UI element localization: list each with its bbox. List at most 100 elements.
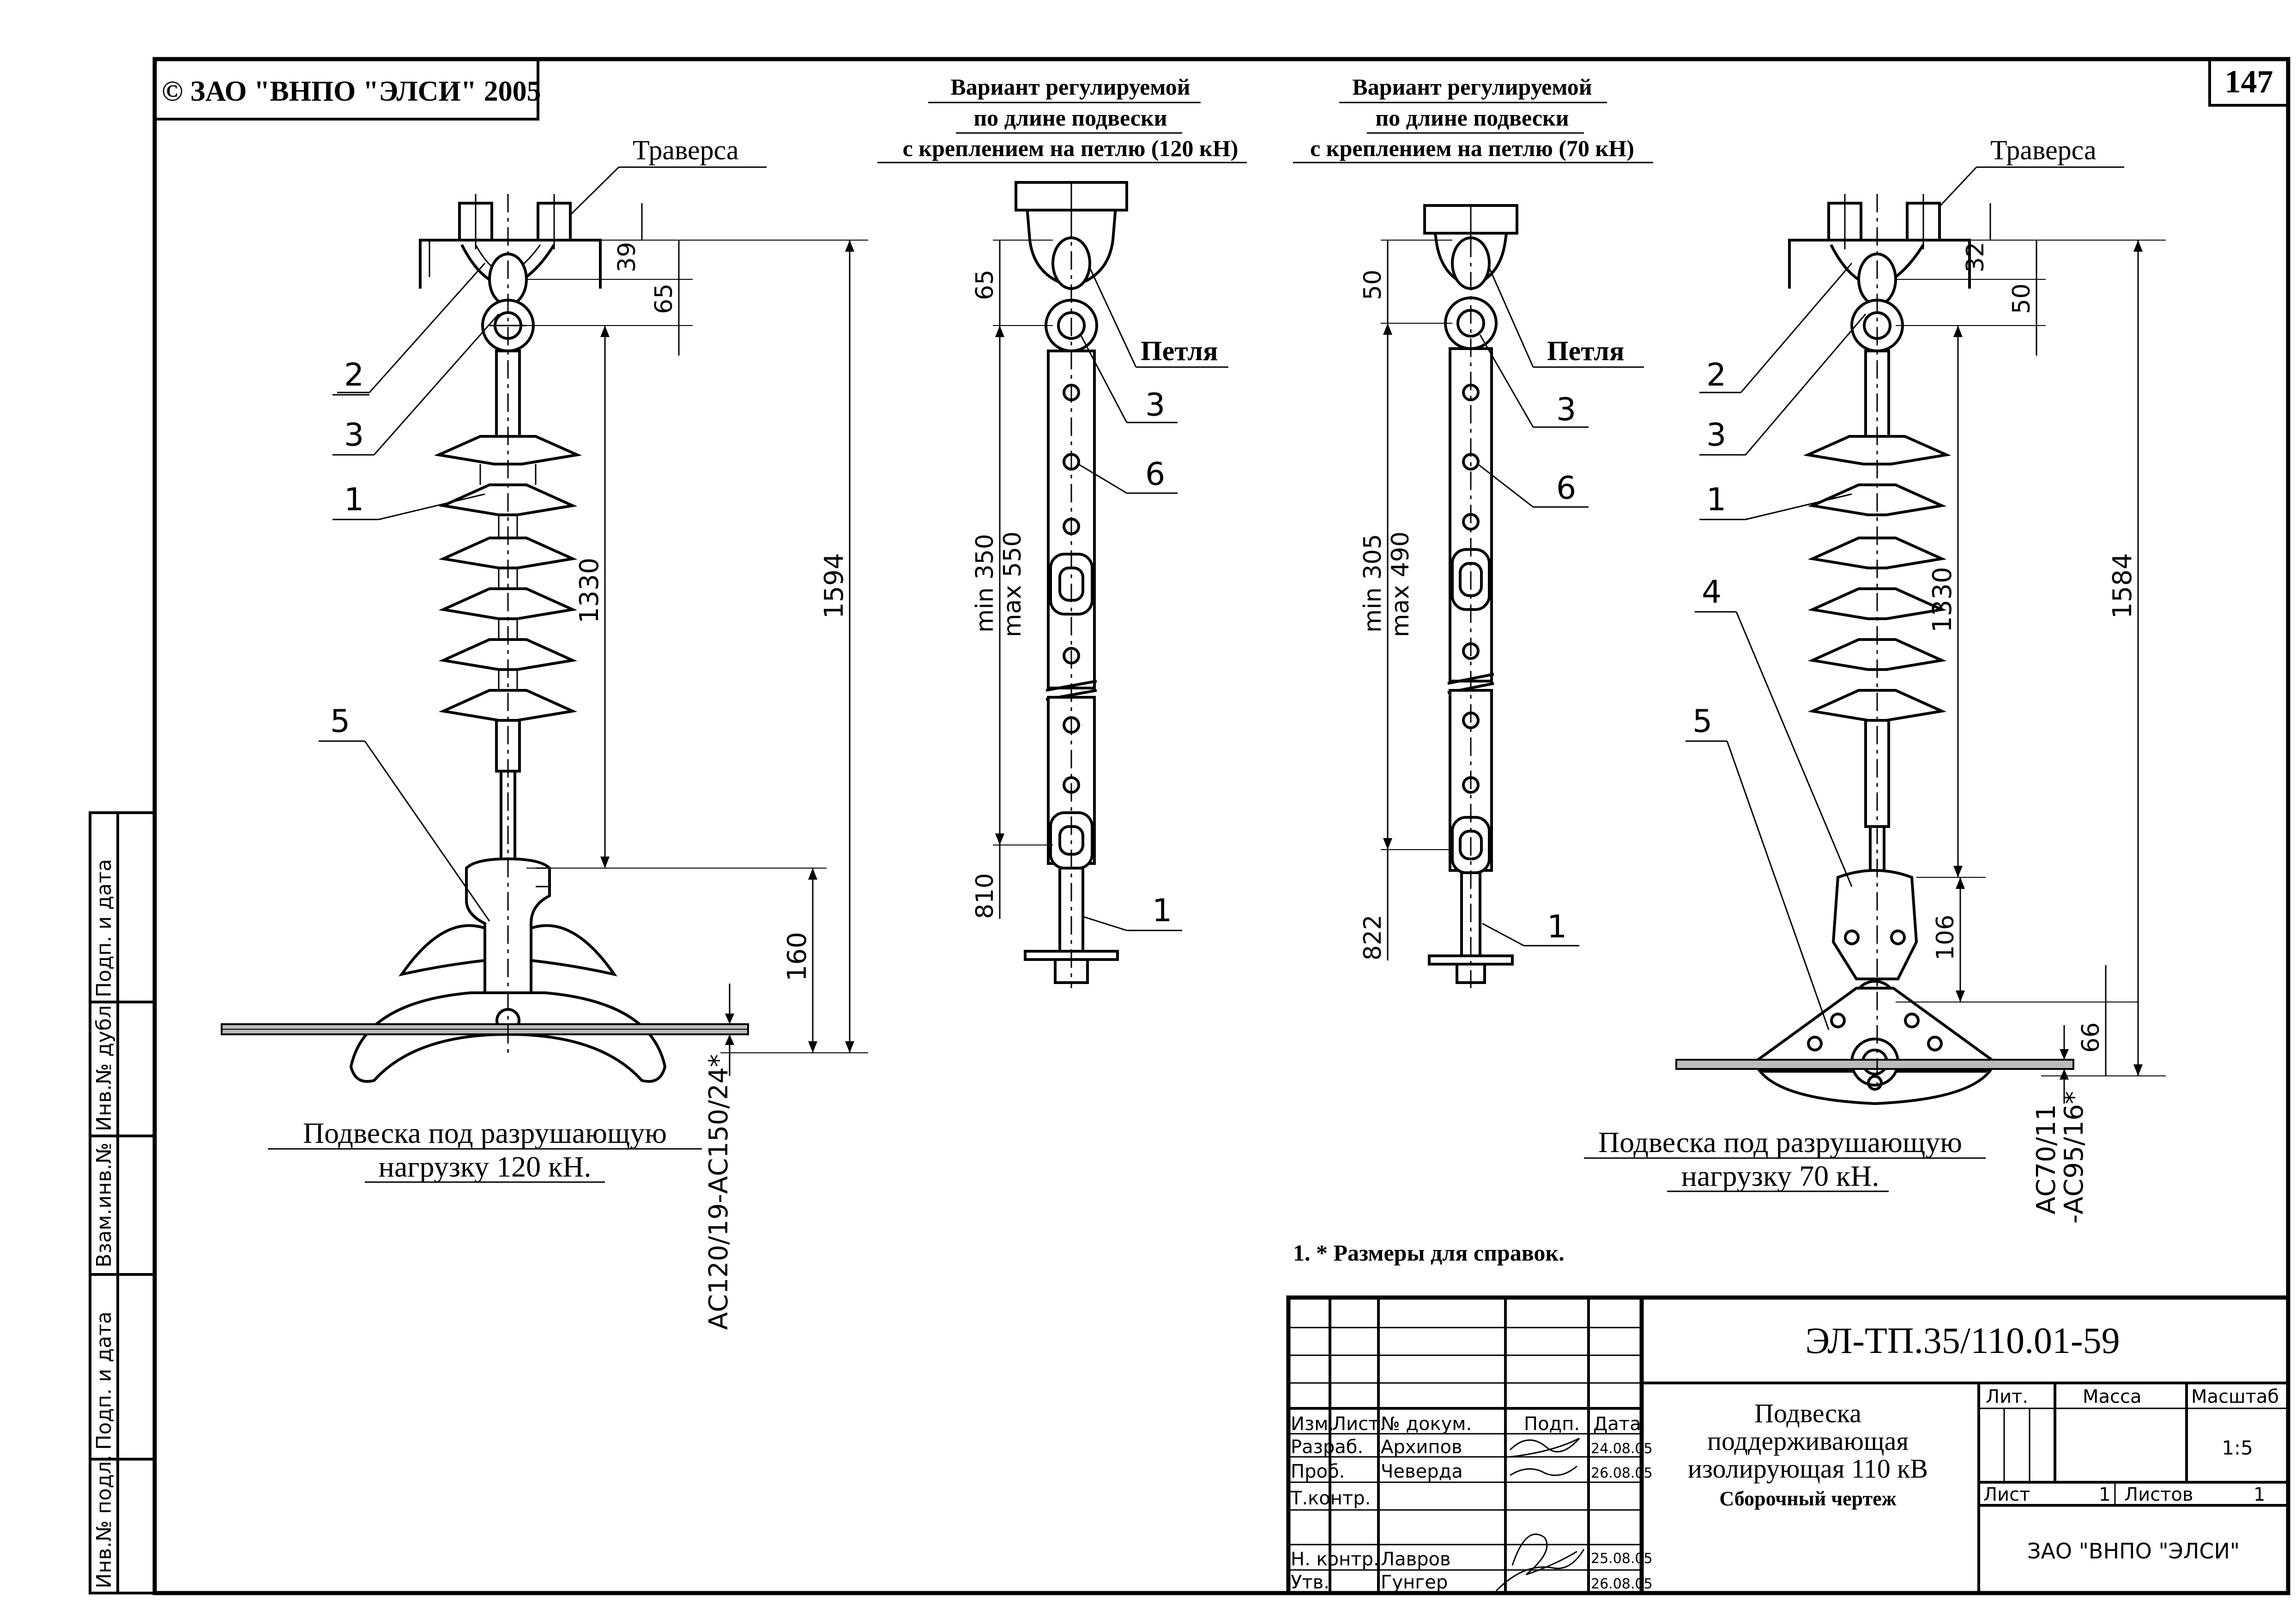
svg-text:max 550: max 550 [999, 531, 1027, 637]
svg-text:50: 50 [2008, 284, 2036, 314]
right-dimensions: 32 50 1330 106 1584 66 АС70/11 -АС95/16 [1896, 203, 2166, 1224]
side-stamp-label-5: Подп. и дата [92, 859, 116, 997]
svg-text:3: 3 [1706, 417, 1726, 453]
svg-text:822: 822 [1359, 915, 1387, 960]
svg-text:Н. контр.: Н. контр. [1291, 1549, 1379, 1570]
svg-text:6: 6 [1145, 456, 1165, 493]
svg-text:min 350: min 350 [971, 534, 999, 633]
svg-text:26.08.05: 26.08.05 [1591, 1576, 1653, 1592]
side-stamp: Инв.№ подл. Подп. и дата Взам.инв.№ Инв.… [89, 811, 156, 1594]
copyright-box [153, 58, 539, 121]
right-traverse-label: Траверса [1990, 135, 2097, 165]
right-callout-1: 1 [1699, 482, 1852, 520]
variant-120-callout-3: 3 [1080, 334, 1178, 423]
left-dimensions: 39 65 1330 1594 160 АС120/19-АС150/24* [526, 203, 868, 1330]
left-conductor-label: АС120/19-АС150/24* [704, 1054, 734, 1330]
svg-text:1: 1 [2254, 1484, 2265, 1505]
svg-text:Лит.: Лит. [1986, 1386, 2028, 1407]
svg-text:106: 106 [1932, 915, 1959, 960]
variant-70-title-1: Вариант регулируемой [1352, 74, 1592, 100]
right-conductor-label-1: АС70/11 [2031, 1104, 2061, 1214]
svg-text:Проб.: Проб. [1291, 1461, 1345, 1482]
svg-text:24.08.05: 24.08.05 [1591, 1441, 1653, 1457]
reference-note: 1. * Размеры для справок. [1293, 1240, 1565, 1266]
svg-text:Чеверда: Чеверда [1381, 1461, 1463, 1482]
variant-120-callout-6: 6 [1078, 456, 1178, 494]
svg-text:5: 5 [330, 703, 350, 740]
variant-120-dimensions: 65 min 350 max 550 810 [971, 240, 1053, 919]
svg-text:3: 3 [1556, 392, 1576, 428]
title-line-3: изолирующая 110 кВ [1688, 1454, 1928, 1484]
svg-text:Гунгер: Гунгер [1381, 1572, 1448, 1593]
variant-120-title-2: по длине подвески [973, 105, 1167, 131]
svg-text:50: 50 [1359, 270, 1387, 300]
variant-120-loop-label: Петля [1141, 336, 1218, 366]
right-callout-3: 3 [1699, 314, 1867, 456]
svg-text:Архипов: Архипов [1381, 1437, 1462, 1458]
right-caption-line2: нагрузку 70 кН. [1681, 1159, 1879, 1192]
svg-text:Лист: Лист [1332, 1413, 1379, 1435]
svg-text:Подп.: Подп. [1524, 1413, 1580, 1435]
svg-text:3: 3 [1145, 387, 1165, 423]
svg-text:Лист: Лист [1983, 1484, 2030, 1505]
variant-120-callout-1: 1 [1082, 893, 1182, 931]
left-caption-line1: Подвеска под разрушающую [303, 1117, 667, 1149]
right-callout-5: 5 [1686, 703, 1830, 1030]
svg-text:2: 2 [1706, 357, 1726, 393]
svg-text:Лавров: Лавров [1381, 1549, 1451, 1570]
variant-70-title-3: с креплением на петлю (70 кН) [1310, 135, 1634, 161]
left-callout-5: 5 [319, 703, 490, 922]
svg-text:1: 1 [1547, 909, 1567, 945]
svg-text:65: 65 [971, 270, 999, 300]
svg-text:6: 6 [1556, 470, 1576, 507]
svg-text:160: 160 [782, 932, 812, 981]
document-code: ЭЛ-ТП.35/110.01-59 [1805, 1321, 2120, 1361]
signature [1510, 1465, 1577, 1476]
svg-text:1330: 1330 [1927, 567, 1958, 633]
svg-text:min 305: min 305 [1359, 534, 1387, 633]
svg-text:Листов: Листов [2124, 1484, 2193, 1505]
svg-text:65: 65 [650, 284, 678, 314]
title-block: Изм. Лист № докум. Подп. Дата Разраб. Ар… [1286, 1295, 2290, 1595]
right-callout-4: 4 [1695, 574, 1853, 887]
svg-text:№ докум.: № докум. [1381, 1413, 1472, 1435]
left-callout-2: 2 [332, 263, 486, 396]
svg-text:Масса: Масса [2083, 1386, 2142, 1407]
svg-text:4: 4 [1702, 574, 1722, 610]
svg-text:1330: 1330 [574, 557, 604, 623]
left-callout-1: 1 [332, 482, 485, 520]
svg-text:25.08.05: 25.08.05 [1591, 1551, 1653, 1567]
outer-frame [152, 57, 2290, 1595]
title-line-1: Подвеска [1754, 1398, 1861, 1428]
right-callout-2: 2 [1699, 263, 1853, 393]
svg-text:Изм.: Изм. [1291, 1413, 1334, 1435]
organization-name: ЗАО "ВНПО "ЭЛСИ" [2027, 1539, 2240, 1564]
signature [1495, 1549, 1585, 1592]
copyright-text: © ЗАО "ВНПО "ЭЛСИ" 2005 [162, 76, 541, 107]
svg-text:1:5: 1:5 [2222, 1437, 2253, 1459]
signature [1511, 1533, 1577, 1576]
left-callout-3: 3 [332, 314, 500, 456]
side-stamp-label-1: Инв.№ подл. [92, 1455, 116, 1588]
svg-text:5: 5 [1692, 703, 1712, 740]
svg-text:Т.контр.: Т.контр. [1290, 1488, 1371, 1509]
svg-text:1: 1 [2099, 1484, 2110, 1505]
title-subtitle: Сборочный чертеж [1719, 1487, 1896, 1510]
svg-text:39: 39 [613, 242, 641, 272]
side-stamp-label-2: Подп. и дата [92, 1311, 116, 1450]
variant-70-dimensions: 50 min 305 max 490 822 [1359, 240, 1452, 960]
variant-120-title-3: с креплением на петлю (120 кН) [903, 135, 1239, 161]
svg-text:Разраб.: Разраб. [1291, 1437, 1363, 1458]
side-stamp-label-3: Взам.инв.№ [92, 1142, 116, 1268]
variant-70-title-2: по длине подвески [1375, 105, 1569, 131]
title-line-2: поддерживающая [1707, 1426, 1909, 1456]
right-caption-line1: Подвеска под разрушающую [1598, 1126, 1962, 1159]
svg-text:1594: 1594 [819, 553, 849, 619]
page-number: 147 [2225, 64, 2273, 100]
right-suspension-view: Траверса [1584, 135, 2166, 1224]
left-suspension-view: Траверса [221, 135, 868, 1330]
svg-text:2: 2 [344, 357, 364, 393]
variant-120-view: Вариант регулируемой по длине подвески с… [877, 74, 1247, 988]
svg-text:max 490: max 490 [1387, 531, 1414, 637]
